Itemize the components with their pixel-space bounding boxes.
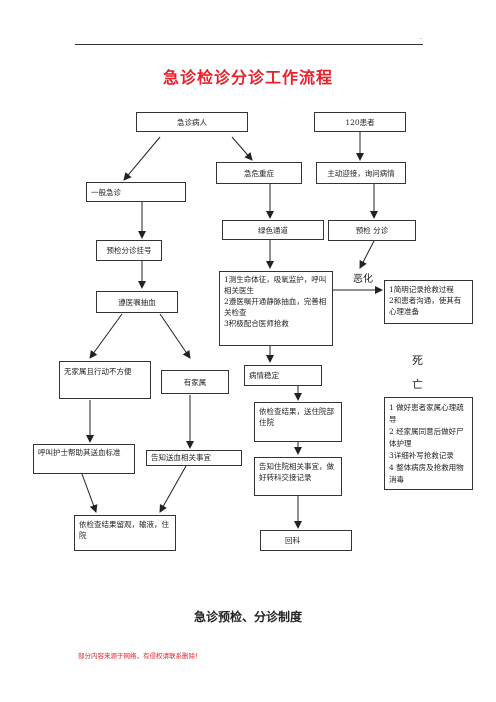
label-death-1: 死 [412,354,423,367]
page-title: 急诊检诊分诊工作流程 [162,68,333,87]
arrow-triage-to-vital [359,240,375,269]
arrow-inform-to-observe [159,465,187,513]
node-call-nurse: 呼叫护士帮助其送血标准 [33,444,135,474]
node-active-greet: 主动迎接，询问病情 [316,162,406,184]
node-vital-signs: 1测生命体征，吸氧监护，呼叫相关医生 2遵医嘱开通静脉抽血，完善相关检查 3积极… [219,271,333,346]
label-death-2: 亡 [412,378,423,391]
node-inform-send-blood: 告知送血相关事宜 [146,450,242,466]
node-precheck-triage: 预检 分诊 [328,220,416,241]
node-patient-120: 120患者 [314,112,406,132]
node-blood-draw: 遵医嘱抽血 [96,291,178,313]
node-no-family: 无家属且行动不方便 [59,361,151,399]
node-simple-record: 1简明记录抢救过程 2和患者沟通，使其有心理准备 [384,280,473,324]
arrow-blood-to-family [159,313,191,359]
node-stable: 病情稳定 [244,365,322,386]
node-return-dept: 回科 [260,530,352,551]
arrow-blood-to-nofamily [89,313,123,359]
arrow-patient-to-general [123,136,161,181]
node-admit-by-results: 依检查结果，送住院部住院 [254,402,342,442]
node-emergency-patient: 急诊病人 [136,112,248,132]
header-mark: · [420,36,422,43]
node-critical: 急危重症 [216,162,302,184]
node-green-channel: 绿色通道 [222,220,324,240]
node-death-care: 1 做好患者家属心理疏导 2 经家属同意后做好尸体护理 3详细补写抢救记录 4 … [384,397,473,490]
arrow-call-to-observe [81,473,98,513]
section-title: 急诊预检、分诊制度 [193,610,302,624]
label-worsen: 恶化 [353,274,373,285]
node-has-family: 有家属 [161,370,229,394]
header-rule [75,44,423,45]
node-general-emergency: 一般急诊 [86,182,186,202]
node-inform-admission: 告知住院相关事宜，做好转科交接记录 [254,457,342,496]
node-precheck-register: 预检分诊挂号 [96,240,162,261]
node-observe-by-results: 依检查结果留观，输液，住院 [74,515,176,551]
arrow-patient-to-critical [231,136,253,161]
footer-note: 部分内容来源于网络，有侵权请联系删除！ [78,652,202,660]
